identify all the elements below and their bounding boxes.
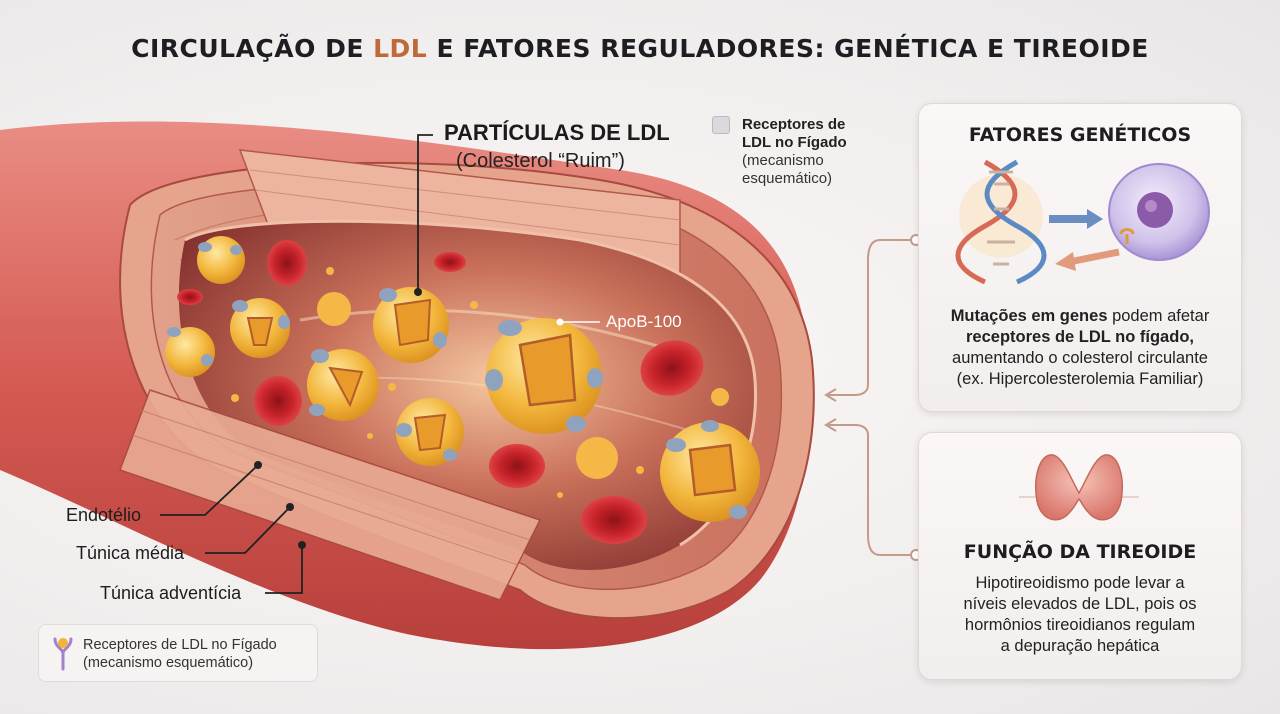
media-label: Túnica média (76, 543, 185, 563)
title-highlight: LDL (373, 34, 428, 63)
red-blood-cell (254, 376, 302, 426)
genetics-card-title: FATORES GENÉTICOS (968, 124, 1192, 146)
dna-icon (955, 159, 1047, 284)
apob-label: ApoB-100 (606, 312, 682, 331)
thyroid-text-line4: a depuração hepática (1000, 637, 1160, 655)
receptor-legend-text: Receptores de LDL no Fígado (mecanismo e… (83, 636, 277, 672)
receptor-legend-box: Receptores de LDL no Fígado (mecanismo e… (38, 624, 318, 682)
small-legend-line1: Receptores de (742, 116, 846, 133)
receptor-legend-line2: (mecanismo esquemático) (83, 655, 254, 671)
red-blood-cell (267, 240, 307, 286)
receptor-y-icon (53, 637, 73, 671)
particles-label-subtitle: (Colesterol “Ruim”) (456, 150, 625, 172)
genetics-text-line1: Mutações em genes podem afetar (929, 306, 1231, 327)
genetics-arrow (828, 239, 916, 396)
red-blood-cell (489, 444, 545, 488)
ldl-particle (307, 349, 379, 421)
particles-leader (417, 134, 433, 290)
particles-label: PARTÍCULAS DE LDL (Colesterol “Ruim”) (444, 120, 670, 173)
ldl-particle (660, 420, 760, 522)
thyroid-icon (1019, 454, 1139, 521)
ldl-particle (165, 327, 215, 377)
genetics-illustration (955, 159, 1210, 284)
genetics-text-1: podem afetar (1107, 307, 1210, 325)
genetics-card: FATORES GENÉTICOS Mutações em genes pode… (918, 103, 1242, 412)
receptor-square-icon (712, 116, 730, 134)
page-title: CIRCULAÇÃO DE LDL E FATORES REGULADORES:… (0, 34, 1280, 63)
red-blood-cells (177, 240, 704, 544)
receptor-legend-line1: Receptores de LDL no Fígado (83, 637, 277, 653)
small-legend-line2: LDL no Fígado (742, 134, 847, 151)
endothelium-label: Endotélio (66, 505, 142, 525)
adventitia-leader (265, 545, 303, 594)
red-blood-cell (581, 496, 647, 544)
thyroid-card-text: Hipotireoidismo pode levar a níveis elev… (929, 573, 1231, 657)
ldl-particle (373, 287, 449, 363)
thyroid-arrow (828, 424, 916, 556)
small-legend-line4: esquemático) (742, 170, 833, 187)
thyroid-text-line2: níveis elevados de LDL, pois os (963, 595, 1197, 613)
genetics-text-bold2: receptores de LDL no fígado, (966, 328, 1194, 346)
genetics-card-text: Mutações em genes podem afetar receptore… (929, 306, 1231, 390)
ldl-particle (230, 298, 290, 358)
red-blood-cell (177, 289, 203, 305)
lipid-droplets (231, 267, 729, 498)
liver-cell-icon (1108, 163, 1210, 261)
media-leader (205, 506, 291, 554)
genetics-text-line4: (ex. Hipercolesterolemia Familiar) (956, 370, 1204, 388)
thyroid-text-line3: hormônios tireoidianos regulam (964, 616, 1196, 634)
cut-slab-bottom (119, 389, 542, 601)
thyroid-card: FUNÇÃO DA TIREOIDE Hipotireoidismo pode … (918, 432, 1242, 680)
ldl-particle (197, 236, 245, 284)
title-part1: CIRCULAÇÃO DE (131, 34, 374, 63)
genetics-text-bold1: Mutações em genes (950, 307, 1108, 325)
genetics-text-line3: aumentando o colesterol circulante (952, 349, 1208, 367)
genetics-text-line2: receptores de LDL no fígado, (929, 327, 1231, 348)
title-part2: E FATORES REGULADORES: GENÉTICA E TIREOI… (427, 34, 1149, 63)
small-receptor-legend: Receptores de LDL no Fígado (mecanismo e… (712, 116, 882, 188)
ldl-particle (396, 398, 464, 466)
small-legend-line3: (mecanismo (742, 152, 824, 169)
red-blood-cell (434, 252, 466, 272)
particles-label-title: PARTÍCULAS DE LDL (444, 120, 670, 145)
adventitia-label: Túnica adventícia (100, 583, 242, 603)
thyroid-text-line1: Hipotireoidismo pode levar a (975, 574, 1185, 592)
red-blood-cell (640, 340, 704, 396)
endothelium-leader (160, 464, 259, 516)
ldl-particles (165, 236, 760, 522)
ldl-particle (485, 318, 603, 434)
thyroid-card-title: FUNÇÃO DA TIREOIDE (963, 541, 1197, 563)
